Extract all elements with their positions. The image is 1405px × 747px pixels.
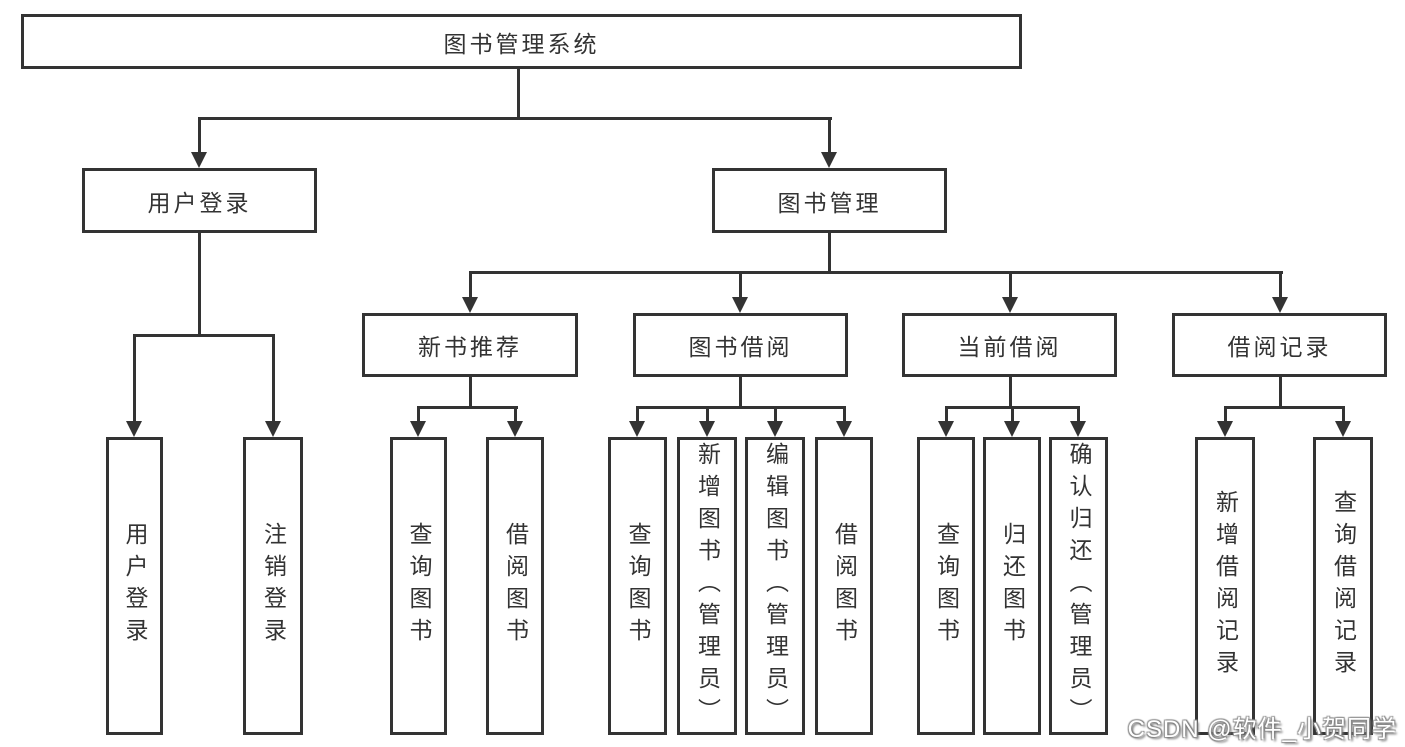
connector-line: [133, 334, 136, 423]
leaf-query-borrow-record: 查询借阅记录: [1313, 437, 1373, 735]
down-arrowhead: [629, 421, 645, 437]
connector-line: [1279, 377, 1282, 408]
down-arrowhead: [462, 297, 478, 313]
connector-line: [1077, 406, 1080, 423]
leaf-edit-books-admin: 编辑图书（管理员）: [745, 437, 805, 735]
leaf-borrow-query-books: 查询图书: [608, 437, 667, 735]
down-arrowhead: [410, 421, 426, 437]
down-arrowhead: [1002, 297, 1018, 313]
leaf-return-books: 归还图书: [983, 437, 1041, 735]
leaf-add-books-admin: 新增图书（管理员）: [677, 437, 737, 735]
node-book-management: 图书管理: [712, 168, 947, 233]
down-arrowhead: [126, 421, 142, 437]
connector-line: [1009, 377, 1012, 409]
connector-line: [843, 406, 846, 423]
leaf-confirm-return-admin: 确认归还（管理员）: [1049, 437, 1108, 735]
leaf-logout: 注销登录: [243, 437, 303, 735]
down-arrowhead: [836, 421, 852, 437]
connector-line: [1224, 406, 1227, 423]
csdn-watermark: CSDN @软件_小贺同学: [1127, 716, 1397, 743]
connector-line: [469, 377, 472, 409]
connector-line: [514, 406, 517, 423]
connector-line: [739, 271, 742, 299]
connector-line: [1011, 406, 1014, 423]
down-arrowhead: [191, 152, 207, 168]
leaf-recommend-query-books: 查询图书: [390, 437, 447, 735]
connector-line: [469, 271, 1283, 274]
down-arrowhead: [1004, 421, 1020, 437]
connector-line: [636, 406, 639, 423]
node-new-book-recommend: 新书推荐: [362, 313, 578, 377]
connector-line: [1224, 406, 1345, 409]
down-arrowhead: [265, 421, 281, 437]
connector-line: [739, 377, 742, 409]
down-arrowhead: [732, 297, 748, 313]
node-current-borrow: 当前借阅: [902, 313, 1117, 377]
down-arrowhead: [1335, 421, 1351, 437]
connector-line: [636, 406, 846, 409]
connector-line: [272, 334, 275, 423]
down-arrowhead: [1070, 421, 1086, 437]
connector-line: [517, 69, 520, 119]
leaf-borrow-books: 借阅图书: [815, 437, 873, 735]
leaf-add-borrow-record: 新增借阅记录: [1195, 437, 1255, 735]
down-arrowhead: [1217, 421, 1233, 437]
node-borrow-records: 借阅记录: [1172, 313, 1387, 377]
leaf-current-query-books: 查询图书: [917, 437, 975, 735]
leaf-recommend-borrow-books: 借阅图书: [486, 437, 544, 735]
connector-line: [1009, 271, 1012, 299]
down-arrowhead: [767, 421, 783, 437]
connector-line: [198, 233, 201, 337]
connector-line: [706, 406, 709, 423]
connector-line: [198, 117, 201, 154]
down-arrowhead: [1272, 297, 1288, 313]
down-arrowhead: [938, 421, 954, 437]
connector-line: [945, 406, 948, 423]
connector-line: [133, 334, 275, 337]
connector-line: [417, 406, 518, 409]
down-arrowhead: [821, 152, 837, 168]
node-book-borrow: 图书借阅: [633, 313, 848, 377]
connector-line: [1279, 271, 1282, 299]
down-arrowhead: [507, 421, 523, 437]
connector-line: [469, 271, 472, 299]
connector-line: [417, 406, 420, 423]
down-arrowhead: [699, 421, 715, 437]
node-user-login: 用户登录: [82, 168, 317, 233]
leaf-user-login: 用户登录: [106, 437, 163, 735]
connector-line: [1342, 406, 1345, 423]
connector-line: [828, 117, 831, 154]
node-root: 图书管理系统: [21, 14, 1022, 69]
connector-line: [774, 406, 777, 423]
connector-line: [198, 117, 832, 120]
connector-line: [828, 233, 831, 274]
